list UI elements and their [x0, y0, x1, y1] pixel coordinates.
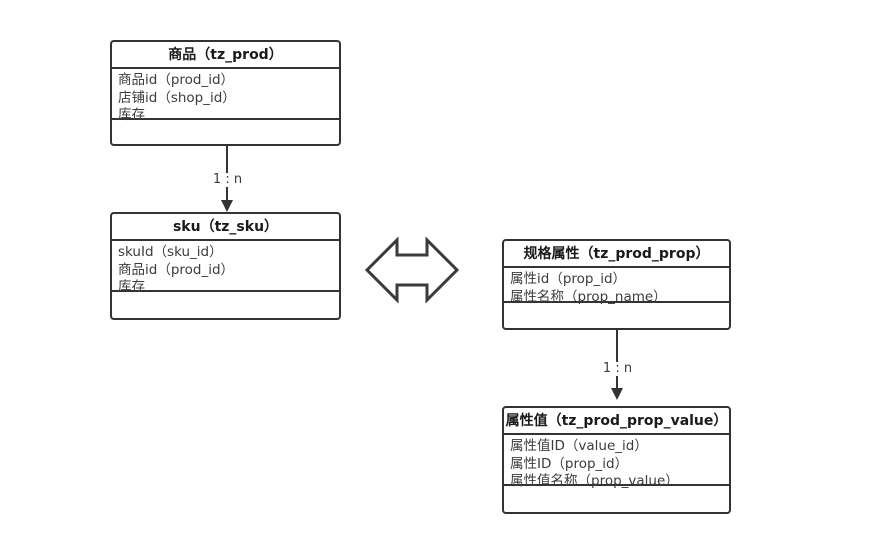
entity-attributes-tz-prod-prop-value: 属性值ID（value_id） 属性ID（prop_id） 属性值名称（prop… [504, 435, 729, 489]
entity-attributes-tz-prod: 商品id（prod_id） 店铺id（shop_id） 库存 [112, 69, 339, 123]
attribute-row: 库存 [118, 107, 145, 123]
entity-tz-prod-prop-value[interactable]: 属性值（tz_prod_prop_value） 属性值ID（value_id） … [502, 406, 731, 514]
entity-attributes-tz-prod-prop: 属性id（prop_id） 属性名称（prop_name） [504, 268, 729, 305]
attribute-row: 库存 [118, 279, 145, 295]
attribute-row: 店铺id（shop_id） [118, 89, 236, 106]
entity-title-tz-sku: sku（tz_sku） [112, 214, 339, 241]
double-arrow-horizontal-icon [364, 234, 460, 306]
entity-title-tz-prod: 商品（tz_prod） [112, 42, 339, 69]
double-arrow-horizontal-svg [364, 236, 460, 304]
entity-tz-prod-prop[interactable]: 规格属性（tz_prod_prop） 属性id（prop_id） 属性名称（pr… [502, 239, 731, 330]
entity-tz-prod[interactable]: 商品（tz_prod） 商品id（prod_id） 店铺id（shop_id） … [110, 40, 341, 146]
relation-label-prod-to-sku: 1 : n [205, 173, 250, 187]
attribute-row: 属性值ID（value_id） [510, 438, 648, 454]
relation-line-prop-to-prop-value [616, 330, 618, 388]
attribute-row: skuId（sku_id） [118, 244, 223, 260]
entity-operations-tz-sku [112, 292, 339, 318]
entity-title-tz-prod-prop: 规格属性（tz_prod_prop） [504, 241, 729, 268]
entity-tz-sku[interactable]: sku（tz_sku） skuId（sku_id） 商品id（prod_id） … [110, 212, 341, 320]
attribute-row: 属性ID（prop_id） [510, 455, 629, 472]
relation-arrowhead-prop-to-prop-value [611, 388, 623, 400]
entity-attributes-tz-sku: skuId（sku_id） 商品id（prod_id） 库存 [112, 241, 339, 295]
attribute-row: 商品id（prod_id） [118, 72, 235, 88]
relation-label-prop-to-prop-value: 1 : n [595, 362, 640, 376]
attribute-row: 属性id（prop_id） [510, 271, 627, 287]
entity-title-tz-prod-prop-value: 属性值（tz_prod_prop_value） [504, 408, 729, 435]
attribute-row: 商品id（prod_id） [118, 261, 235, 278]
attribute-row: 属性值名称（prop_value） [510, 473, 679, 489]
entity-operations-tz-prod-prop [504, 303, 729, 328]
entity-operations-tz-prod [112, 120, 339, 144]
relation-arrowhead-prod-to-sku [221, 200, 233, 212]
attribute-row: 属性名称（prop_name） [510, 288, 667, 305]
